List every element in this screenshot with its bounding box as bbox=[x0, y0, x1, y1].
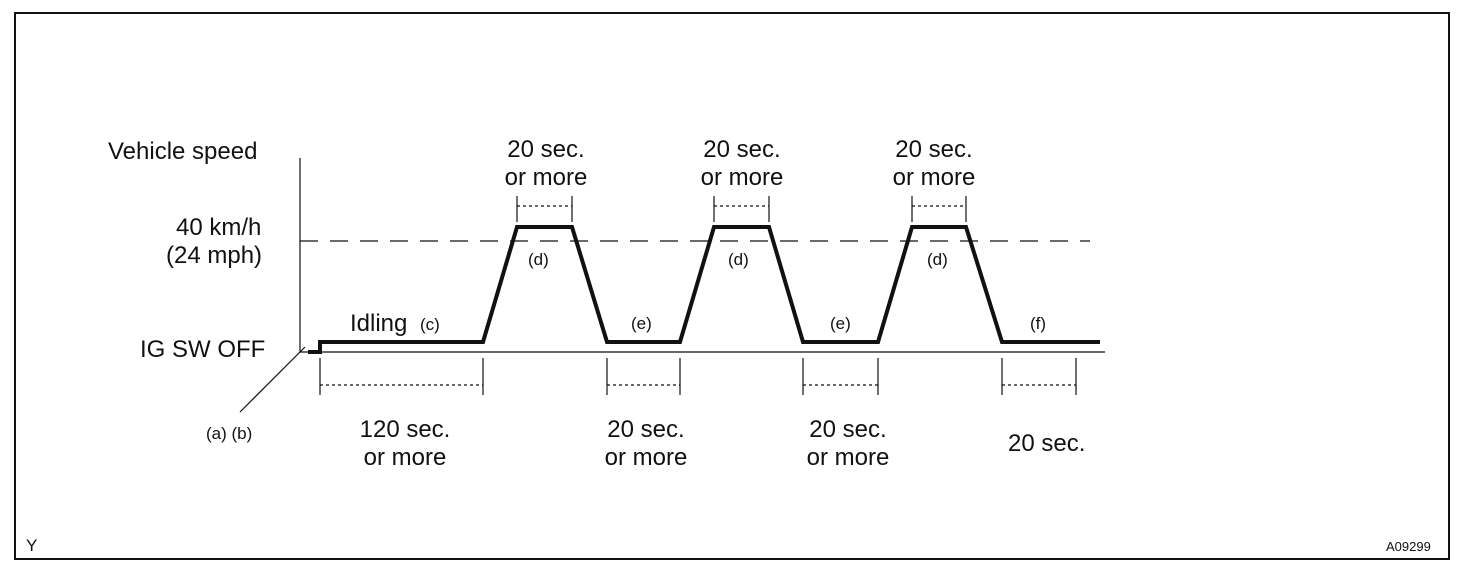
step-d-label-3: (d) bbox=[927, 250, 948, 269]
idling-label: Idling bbox=[350, 310, 408, 337]
step-d-label-2: (d) bbox=[728, 250, 749, 269]
low-duration-2-line2: or more bbox=[806, 443, 890, 471]
y-axis-title: Vehicle speed bbox=[108, 138, 258, 165]
figure-code: A09299 bbox=[1386, 539, 1431, 554]
top-duration-2-line2: or more bbox=[700, 163, 784, 191]
step-c-label: (c) bbox=[420, 315, 440, 334]
step-ab-label: (a) (b) bbox=[206, 424, 253, 443]
top-duration-3-line1: 20 sec. bbox=[895, 136, 973, 163]
top-duration-3-line2: or more bbox=[892, 163, 976, 191]
bottom-bracket-idle bbox=[319, 358, 484, 395]
step-f-label: (f) bbox=[1030, 314, 1047, 333]
top-bracket-1 bbox=[516, 196, 573, 222]
top-duration-1-line2: or more bbox=[504, 163, 588, 191]
top-duration-1: 20 sec. or more bbox=[496, 136, 596, 191]
ab-leader-line bbox=[239, 346, 306, 413]
idle-duration: 120 sec. or more bbox=[350, 416, 460, 471]
top-bracket-2 bbox=[713, 196, 770, 222]
top-duration-1-line1: 20 sec. bbox=[507, 136, 585, 163]
top-duration-3: 20 sec. or more bbox=[884, 136, 984, 191]
idle-duration-line1: 120 sec. bbox=[359, 416, 451, 443]
speed-label-mph: (24 mph) bbox=[166, 242, 263, 269]
speed-label-kmh: 40 km/h bbox=[176, 214, 262, 241]
low-duration-1-line1: 20 sec. bbox=[607, 416, 685, 443]
corner-code-left: Y bbox=[26, 536, 38, 555]
low-duration-1: 20 sec. or more bbox=[596, 416, 696, 471]
bottom-bracket-final bbox=[1001, 358, 1077, 395]
low-duration-1-line2: or more bbox=[604, 443, 688, 471]
speed-profile-line bbox=[308, 225, 1100, 354]
top-bracket-3 bbox=[911, 196, 967, 222]
bottom-bracket-low-1 bbox=[606, 358, 681, 395]
low-duration-2: 20 sec. or more bbox=[798, 416, 898, 471]
bottom-bracket-low-2 bbox=[802, 358, 879, 395]
top-duration-2: 20 sec. or more bbox=[692, 136, 792, 191]
idle-duration-line2: or more bbox=[363, 443, 447, 471]
top-duration-2-line1: 20 sec. bbox=[703, 136, 781, 163]
final-duration: 20 sec. bbox=[1008, 430, 1086, 457]
baseline-label: IG SW OFF bbox=[140, 336, 266, 363]
diagram-frame bbox=[14, 12, 1450, 560]
step-e-label-2: (e) bbox=[830, 314, 851, 333]
low-duration-2-line1: 20 sec. bbox=[809, 416, 887, 443]
step-d-label-1: (d) bbox=[528, 250, 549, 269]
step-e-label-1: (e) bbox=[631, 314, 652, 333]
